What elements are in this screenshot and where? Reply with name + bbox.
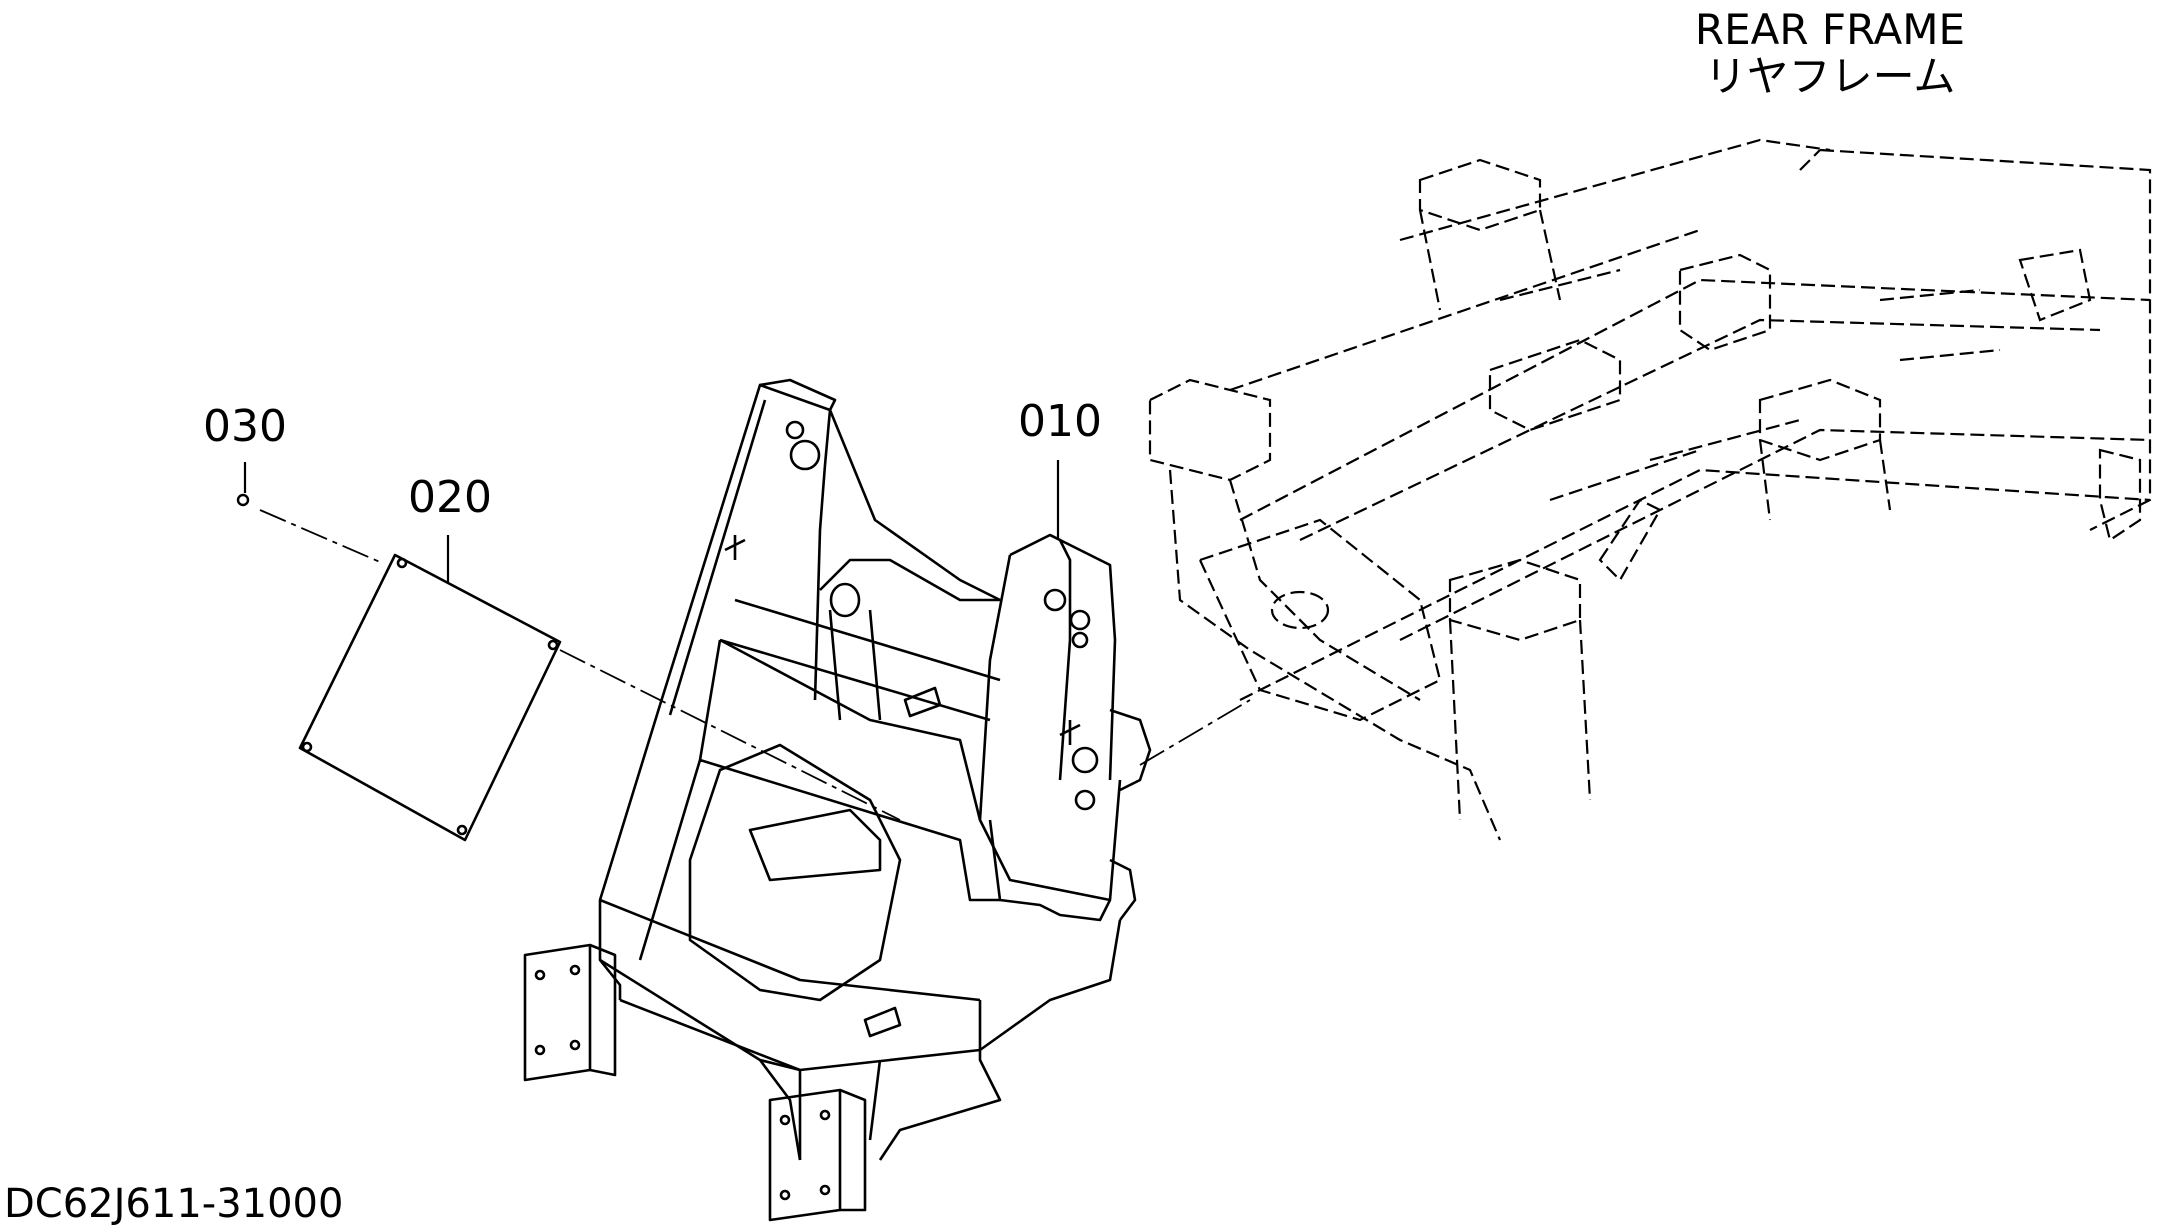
callout-020[interactable]: 020 [408,472,492,523]
drawing-id: DC62J611-31000 [4,1181,344,1227]
rear-frame-phantom [1150,140,2150,840]
assembly-center-lines [260,510,1250,820]
callout-030[interactable]: 030 [203,401,287,452]
rear-frame-title-en: REAR FRAME [1694,5,1966,54]
callout-010[interactable]: 010 [1018,396,1102,447]
cover-plate-020 [300,555,560,840]
bolt-030 [238,495,248,505]
rear-frame-title: REAR FRAME リヤフレーム [1630,6,2030,100]
front-frame-010 [525,380,1150,1220]
rear-frame-title-ja: リヤフレーム [1704,52,1956,102]
leader-lines [245,460,1058,582]
